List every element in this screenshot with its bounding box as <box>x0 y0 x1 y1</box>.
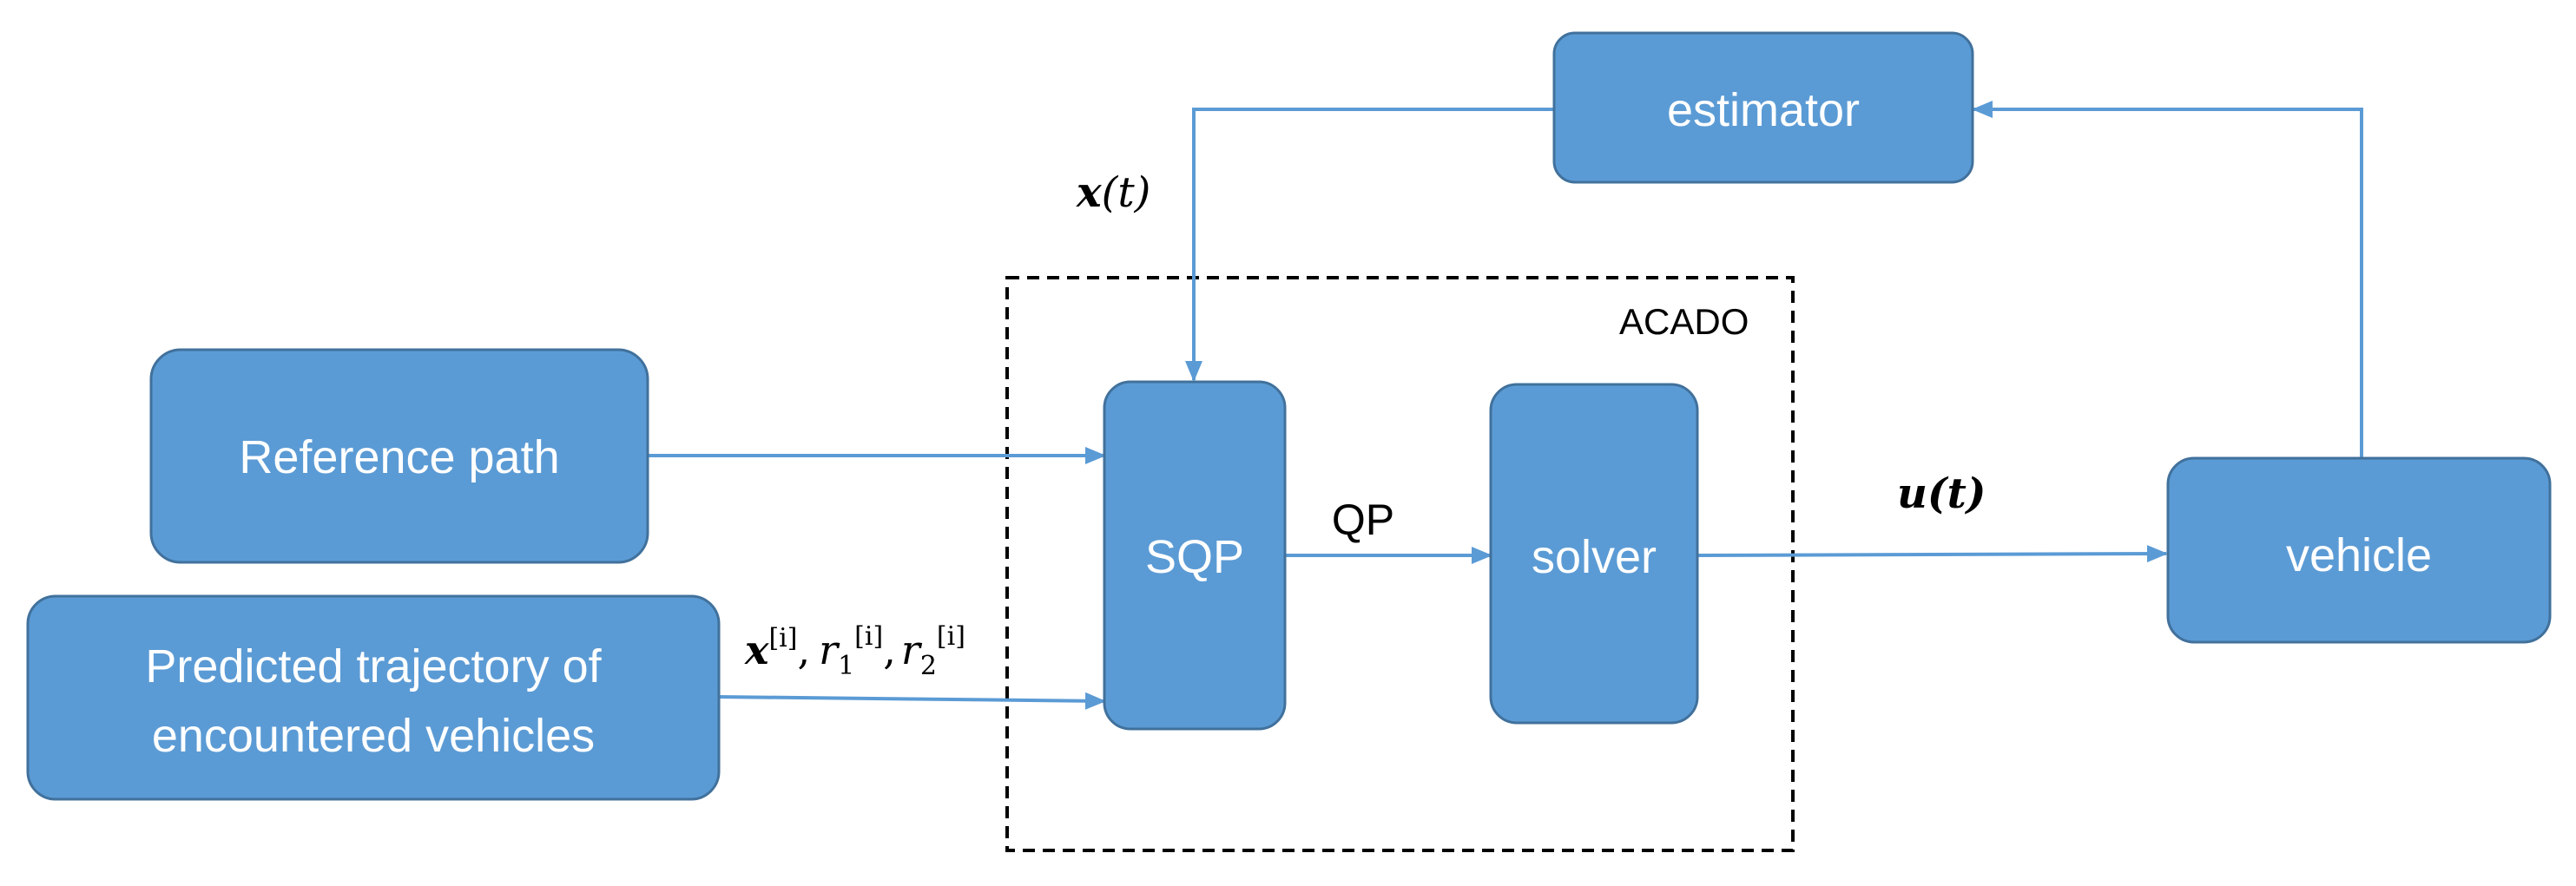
traj-x-sup: [i] <box>768 623 797 653</box>
solver-box <box>1489 383 1699 725</box>
acado-label: ACADO <box>1619 301 1749 342</box>
state-label: x(t) <box>1076 168 1150 217</box>
traj-comma2: , <box>883 627 896 673</box>
control-arg: (t) <box>1927 469 1986 518</box>
vehicle-label: vehicle <box>2286 529 2432 581</box>
traj-x: x <box>744 627 769 673</box>
control-label: u(t) <box>1897 469 1986 518</box>
solver-block: solver <box>1489 383 1699 725</box>
sqp-block: SQP <box>1103 380 1287 731</box>
arrow-solver-to-vehicle <box>1696 545 2168 563</box>
trajectory-label: x[i],r1[i],r2[i] <box>744 621 965 681</box>
traj-r1-sub: 1 <box>838 651 854 681</box>
reference-path-box <box>149 348 649 564</box>
vehicle-box <box>2166 456 2552 644</box>
estimator-label: estimator <box>1667 84 1860 136</box>
arrow-trajectory-to-sqp <box>718 692 1106 710</box>
reference-path-block: Reference path <box>149 348 649 564</box>
estimator-block: estimator <box>1552 31 1974 184</box>
predicted-trajectory-block: Predicted trajectory of encountered vehi… <box>26 594 721 801</box>
sqp-box <box>1103 380 1287 731</box>
state-symbol: x <box>1076 168 1103 217</box>
qp-label: QP <box>1332 496 1394 544</box>
control-symbol: u <box>1897 469 1927 518</box>
estimator-box <box>1552 31 1974 184</box>
state-arg: (t) <box>1102 168 1151 217</box>
predicted-trajectory-label-line2: encountered vehicles <box>152 710 595 762</box>
sqp-label: SQP <box>1145 531 1244 583</box>
traj-r2-sup: [i] <box>937 621 965 652</box>
predicted-trajectory-label-line1: Predicted trajectory of <box>145 640 602 692</box>
solver-label: solver <box>1532 531 1657 583</box>
traj-r1: r <box>819 627 840 673</box>
vehicle-block: vehicle <box>2166 456 2552 644</box>
traj-r2-sub: 2 <box>920 651 937 681</box>
traj-comma1: , <box>797 627 810 673</box>
arrow-vehicle-to-estimator <box>1972 101 2363 458</box>
traj-r2: r <box>901 627 923 673</box>
reference-path-label: Reference path <box>239 431 559 483</box>
arrow-estimator-to-sqp <box>1185 108 1554 382</box>
traj-r1-sup: [i] <box>854 621 883 652</box>
predicted-trajectory-box <box>26 594 721 801</box>
